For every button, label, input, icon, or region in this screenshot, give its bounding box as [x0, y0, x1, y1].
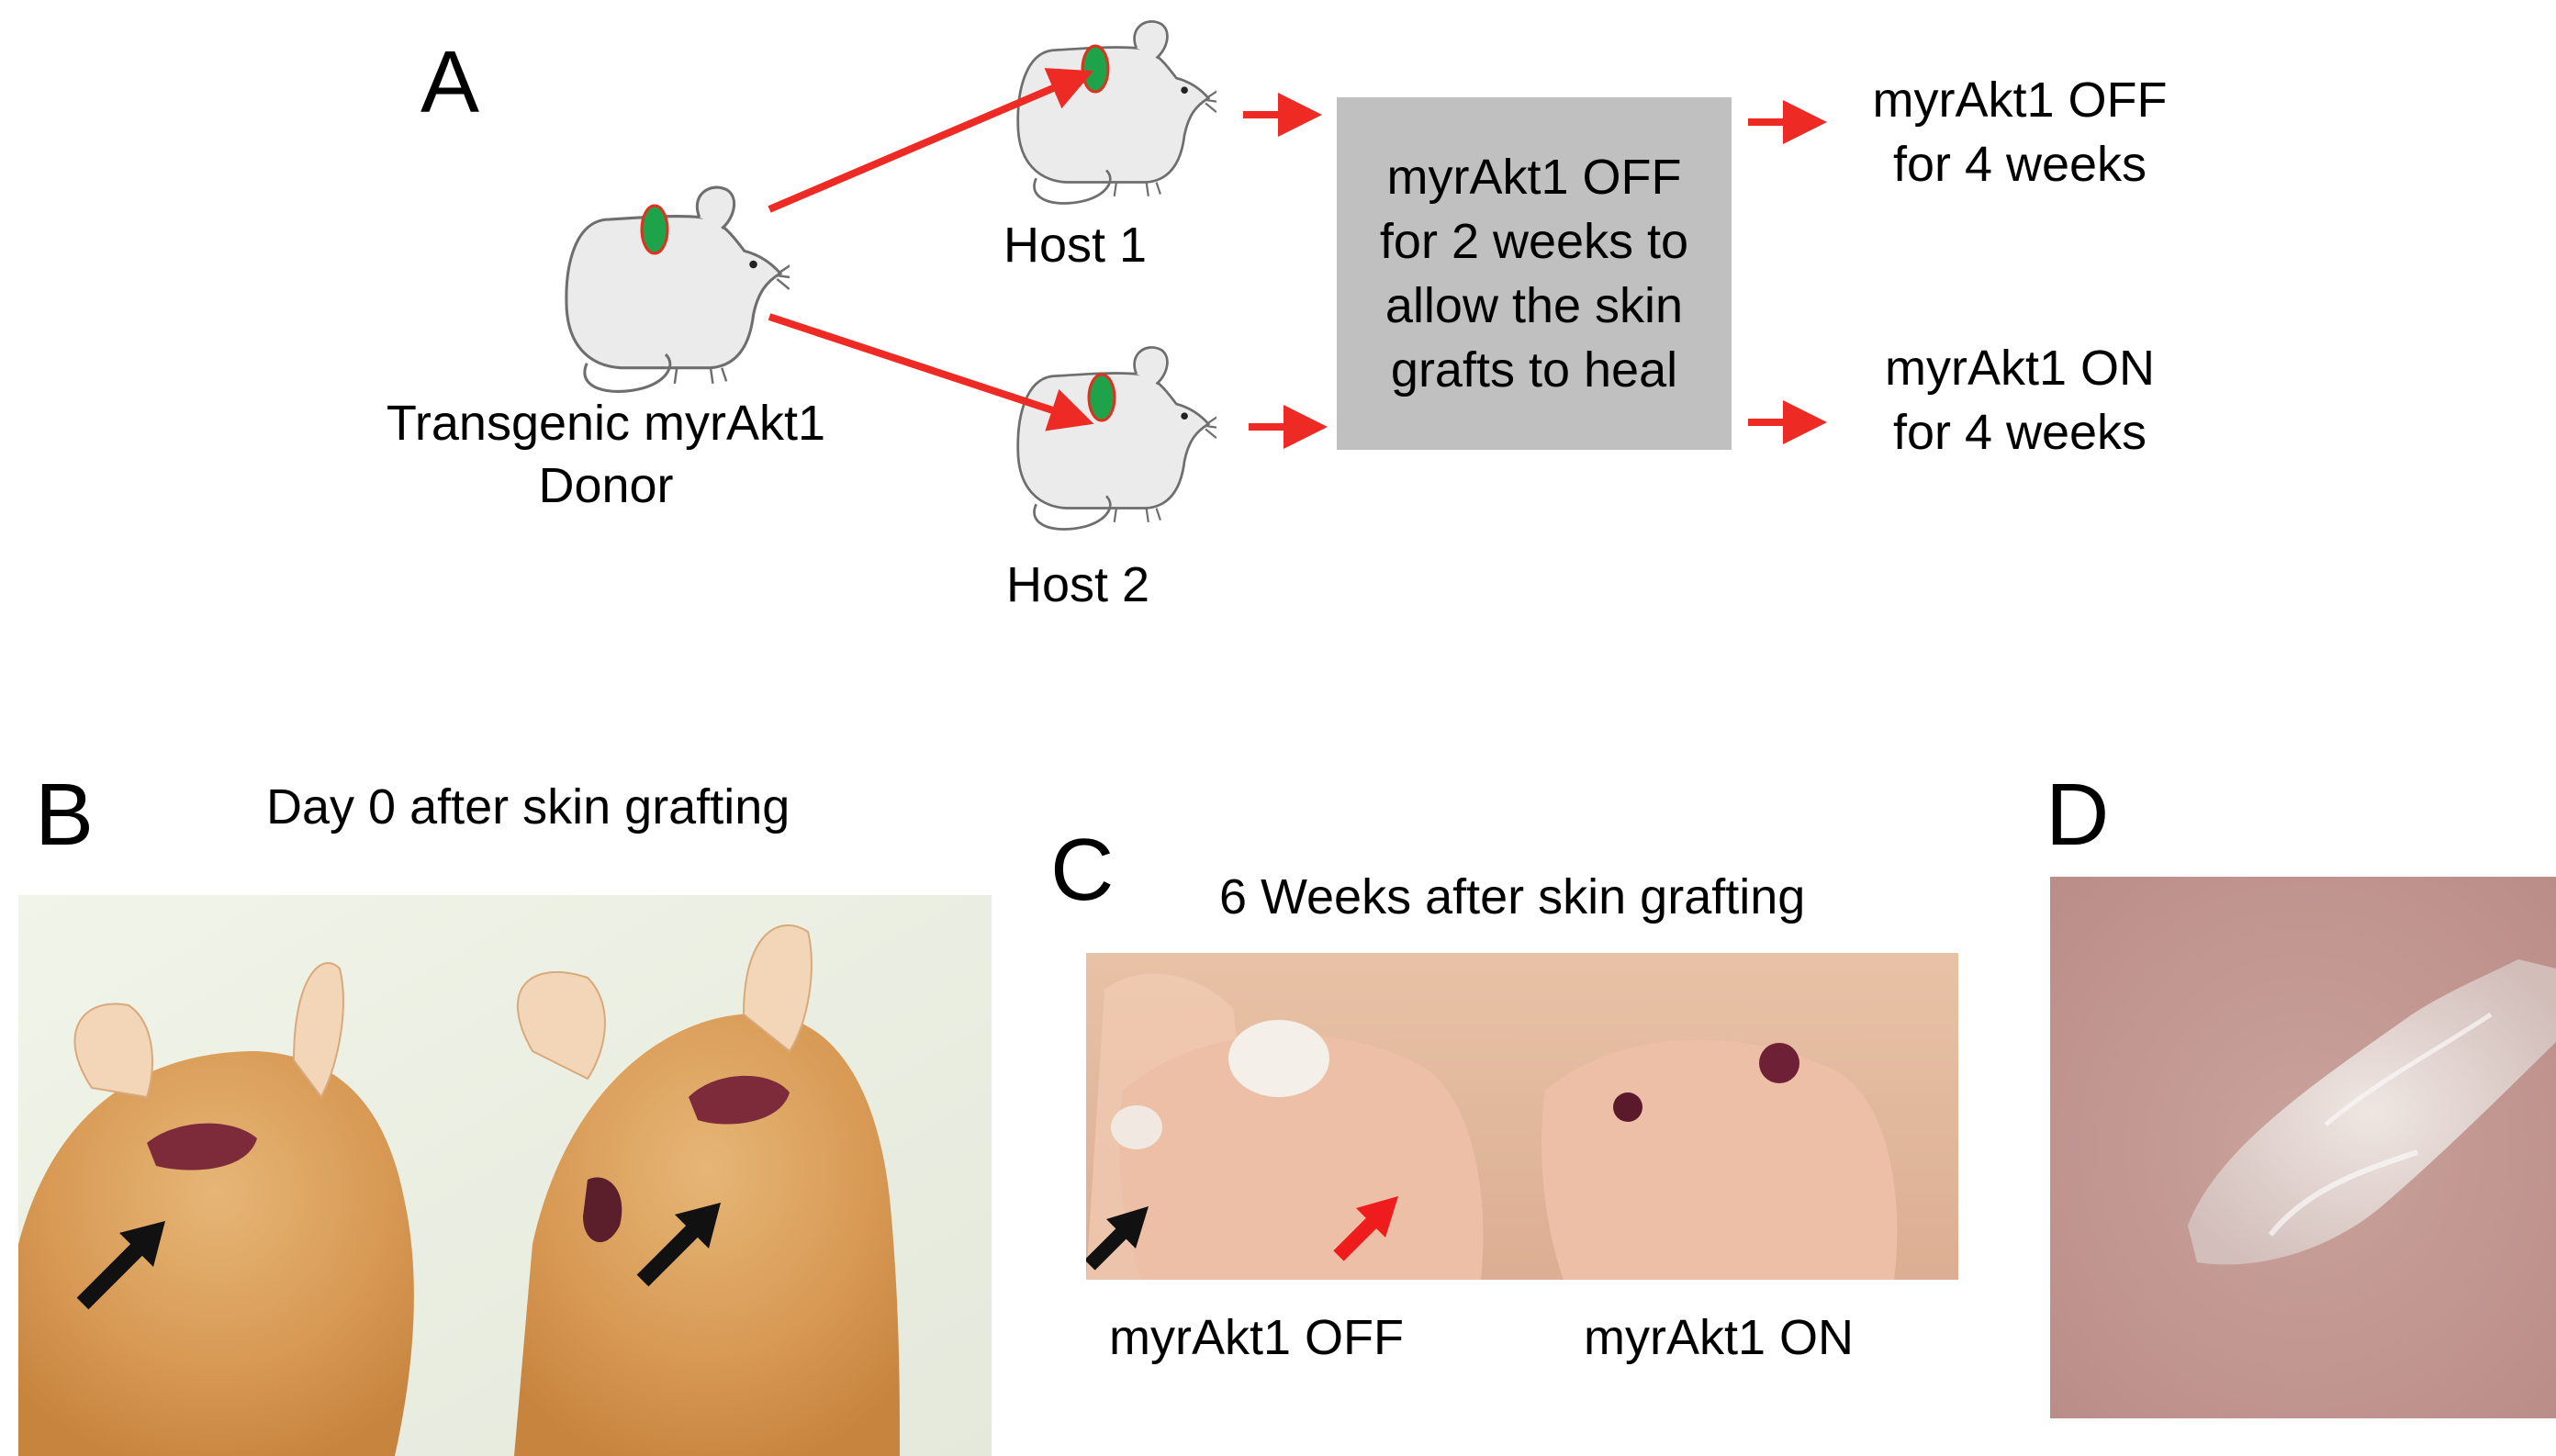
process-box-text: myrAkt1 OFF for 2 weeks to allow the ski… — [1379, 149, 1689, 398]
photo-c-arrow-black-icon — [1086, 1206, 1149, 1271]
outcome2-line1: myrAkt1 ON — [1884, 341, 2156, 396]
panel-a-letter: A — [420, 33, 480, 131]
outcome1-label: myrAkt1 OFF for 4 weeks — [1818, 75, 2222, 189]
donor-label-line1: Transgenic myrAkt1 — [386, 396, 826, 451]
arrow-donor-to-host2 — [768, 313, 1094, 431]
panel-b-title: Day 0 after skin grafting — [266, 779, 790, 834]
panel-b-photo — [18, 895, 992, 1456]
photo-b-arrow-right-icon — [636, 1203, 721, 1287]
photo-c-arrow-red-icon — [1333, 1196, 1398, 1261]
panel-c-letter: C — [1050, 821, 1115, 919]
outcome1-line2: for 4 weeks — [1892, 137, 2147, 192]
panel-c-photo — [1086, 953, 1958, 1280]
panel-b-letter: B — [35, 766, 95, 864]
photo-b-arrow-left-icon — [76, 1221, 165, 1310]
donor-mouse-icon — [565, 185, 790, 393]
outcome1-line1: myrAkt1 OFF — [1872, 73, 2168, 128]
host1-label: Host 1 — [1003, 218, 1148, 273]
outcome2-label: myrAkt1 ON for 4 weeks — [1818, 343, 2222, 457]
panel-d-letter: D — [2046, 766, 2110, 864]
panel-c-label-left: myrAkt1 OFF — [1109, 1310, 1404, 1365]
host1-graft-patch — [1081, 44, 1110, 94]
donor-graft-patch — [640, 204, 669, 255]
host2-graft-patch — [1087, 373, 1116, 422]
arrow-donor-to-host1 — [768, 68, 1094, 213]
host1-mouse-icon — [1016, 20, 1216, 205]
outcome2-line2: for 4 weeks — [1892, 405, 2147, 460]
panel-c-title: 6 Weeks after skin grafting — [1219, 869, 1806, 924]
host2-label: Host 2 — [1006, 557, 1150, 612]
host2-mouse-icon — [1016, 346, 1216, 531]
donor-label: Transgenic myrAkt1 Donor — [358, 398, 854, 510]
panel-d-photo — [2050, 877, 2556, 1418]
donor-label-line2: Donor — [538, 458, 674, 513]
process-box: myrAkt1 OFF for 2 weeks to allow the ski… — [1337, 97, 1732, 450]
panel-c-label-right: myrAkt1 ON — [1584, 1310, 1855, 1365]
